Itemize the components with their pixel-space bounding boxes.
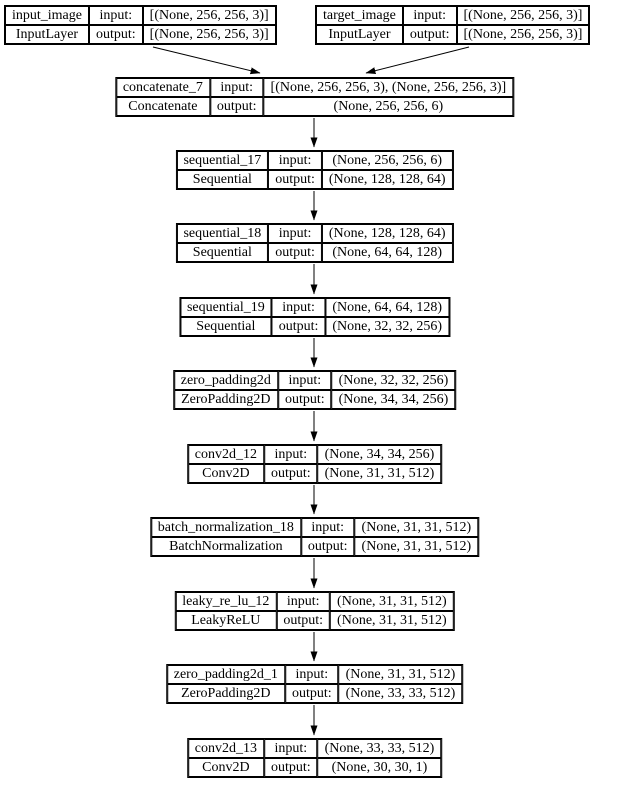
io-label-cell: input: (268, 224, 322, 243)
output-shape-cell: [(None, 256, 256, 3)] (142, 25, 276, 44)
io-label-cell: output: (263, 464, 318, 483)
output-shape-cell: (None, 31, 31, 512) (317, 464, 442, 483)
output-shape-cell: (None, 64, 64, 128) (321, 243, 453, 262)
layer-node-leaky_re_lu_12: leaky_re_lu_12 input: (None, 31, 31, 512… (174, 591, 455, 631)
output-shape-cell: (None, 256, 256, 6) (263, 97, 514, 116)
io-label-cell: input: (300, 518, 355, 537)
layer-type-cell: ZeroPadding2D (173, 390, 278, 409)
io-label-cell: output: (276, 611, 331, 630)
io-label-cell: input: (89, 6, 143, 25)
input-shape-cell: (None, 128, 128, 64) (321, 224, 453, 243)
io-label-cell: output: (268, 243, 322, 262)
layer-name-cell: batch_normalization_18 (150, 518, 301, 537)
input-shape-cell: [(None, 256, 256, 3)] (456, 6, 590, 25)
layer-node-input_image: input_image input: [(None, 256, 256, 3)]… (4, 5, 277, 45)
edge-target_image-to-concatenate_7 (365, 46, 470, 75)
layer-name-cell: sequential_19 (179, 298, 272, 317)
input-shape-cell: [(None, 256, 256, 3), (None, 256, 256, 3… (263, 78, 514, 97)
io-label-cell: output: (402, 25, 457, 44)
layer-name-cell: conv2d_12 (187, 445, 264, 464)
layer-node-conv2d_13: conv2d_13 input: (None, 33, 33, 512) Con… (186, 738, 443, 778)
io-label-cell: input: (263, 739, 318, 758)
output-shape-cell: (None, 31, 31, 512) (354, 537, 479, 556)
io-label-cell: output: (268, 170, 322, 189)
io-label-cell: output: (271, 317, 326, 336)
layer-type-cell: Sequential (176, 170, 269, 189)
input-shape-cell: (None, 32, 32, 256) (331, 371, 456, 390)
layer-type-cell: Conv2D (187, 758, 264, 777)
input-shape-cell: (None, 31, 31, 512) (330, 592, 454, 611)
layer-type-cell: Sequential (179, 317, 272, 336)
layer-type-cell: ZeroPadding2D (166, 684, 285, 703)
layer-name-cell: zero_padding2d_1 (166, 665, 285, 684)
input-shape-cell: (None, 33, 33, 512) (317, 739, 442, 758)
layer-node-target_image: target_image input: [(None, 256, 256, 3)… (315, 5, 591, 45)
layer-name-cell: input_image (5, 6, 89, 25)
layer-node-concatenate_7: concatenate_7 input: [(None, 256, 256, 3… (114, 77, 515, 117)
layer-name-cell: sequential_18 (176, 224, 269, 243)
io-label-cell: input: (263, 445, 318, 464)
layer-node-conv2d_12: conv2d_12 input: (None, 34, 34, 256) Con… (186, 444, 443, 484)
layer-name-cell: sequential_17 (176, 151, 269, 170)
io-label-cell: output: (300, 537, 355, 556)
layer-node-sequential_18: sequential_18 input: (None, 128, 128, 64… (175, 223, 454, 263)
io-label-cell: input: (402, 6, 457, 25)
output-shape-cell: (None, 128, 128, 64) (321, 170, 453, 189)
output-shape-cell: (None, 30, 30, 1) (317, 758, 442, 777)
layer-node-batch_normalization_18: batch_normalization_18 input: (None, 31,… (149, 517, 480, 557)
input-shape-cell: (None, 34, 34, 256) (317, 445, 442, 464)
layer-type-cell: LeakyReLU (175, 611, 277, 630)
output-shape-cell: (None, 32, 32, 256) (325, 317, 450, 336)
output-shape-cell: (None, 31, 31, 512) (330, 611, 454, 630)
io-label-cell: output: (89, 25, 143, 44)
layer-node-sequential_17: sequential_17 input: (None, 256, 256, 6)… (175, 150, 454, 190)
io-label-cell: input: (276, 592, 331, 611)
layer-name-cell: conv2d_13 (187, 739, 264, 758)
io-label-cell: input: (284, 665, 339, 684)
io-label-cell: output: (277, 390, 332, 409)
layer-node-sequential_19: sequential_19 input: (None, 64, 64, 128)… (178, 297, 451, 337)
layer-name-cell: zero_padding2d (173, 371, 278, 390)
output-shape-cell: (None, 34, 34, 256) (331, 390, 456, 409)
edge-input_image-to-concatenate_7 (152, 46, 261, 75)
io-label-cell: output: (284, 684, 339, 703)
io-label-cell: output: (209, 97, 264, 116)
io-label-cell: input: (271, 298, 326, 317)
layer-type-cell: Sequential (176, 243, 269, 262)
layer-type-cell: InputLayer (316, 25, 403, 44)
input-shape-cell: (None, 256, 256, 6) (321, 151, 453, 170)
layer-type-cell: Conv2D (187, 464, 264, 483)
layer-name-cell: concatenate_7 (115, 78, 210, 97)
input-shape-cell: (None, 31, 31, 512) (338, 665, 463, 684)
io-label-cell: input: (209, 78, 264, 97)
io-label-cell: input: (277, 371, 332, 390)
layer-type-cell: Concatenate (115, 97, 210, 116)
layer-node-zero_padding2d: zero_padding2d input: (None, 32, 32, 256… (172, 370, 457, 410)
layer-type-cell: InputLayer (5, 25, 89, 44)
layer-name-cell: leaky_re_lu_12 (175, 592, 277, 611)
input-shape-cell: (None, 64, 64, 128) (325, 298, 450, 317)
input-shape-cell: [(None, 256, 256, 3)] (142, 6, 276, 25)
output-shape-cell: (None, 33, 33, 512) (338, 684, 463, 703)
io-label-cell: input: (268, 151, 322, 170)
layer-type-cell: BatchNormalization (150, 537, 301, 556)
input-shape-cell: (None, 31, 31, 512) (354, 518, 479, 537)
layer-node-zero_padding2d_1: zero_padding2d_1 input: (None, 31, 31, 5… (165, 664, 464, 704)
layer-name-cell: target_image (316, 6, 403, 25)
output-shape-cell: [(None, 256, 256, 3)] (456, 25, 590, 44)
io-label-cell: output: (263, 758, 318, 777)
